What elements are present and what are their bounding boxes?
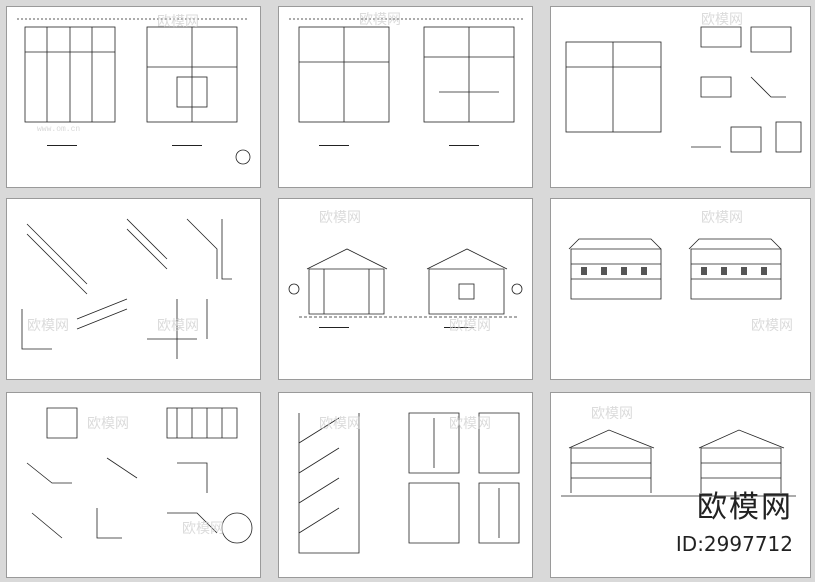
drawing-sheet-5: 欧模网 欧模网 bbox=[278, 198, 533, 380]
sections-drawing bbox=[561, 429, 796, 497]
watermark-text: 欧模网 bbox=[182, 521, 224, 537]
model-id: ID:2997712 bbox=[675, 532, 793, 556]
watermark-text: 欧模网 bbox=[157, 318, 199, 334]
drawing-sheet-3: 欧模网 bbox=[550, 6, 811, 188]
watermark-text: 欧模网 bbox=[87, 416, 129, 432]
watermark-text: 欧模网 bbox=[591, 406, 633, 422]
stair-section-drawing bbox=[298, 412, 520, 554]
watermark-text: 欧模网 bbox=[701, 12, 743, 28]
drawing-sheet-9: 欧模网 bbox=[550, 392, 811, 578]
watermark-text: 欧模网 bbox=[319, 416, 361, 432]
watermark-text: 欧模网 bbox=[359, 12, 401, 28]
drawing-sheet-7: 欧模网 欧模网 bbox=[6, 392, 261, 578]
floor-plans-drawing bbox=[17, 18, 251, 165]
drawing-sheet-2: 欧模网 bbox=[278, 6, 533, 188]
watermark-text: 欧模网 bbox=[751, 318, 793, 334]
watermark-text: 欧模网 bbox=[449, 318, 491, 334]
brand-logo-text: 欧模网 bbox=[697, 490, 793, 525]
front-elevations-drawing bbox=[568, 238, 782, 300]
drawing-sheet-8: 欧模网 欧模网 bbox=[278, 392, 533, 578]
watermark-text: 欧模网 bbox=[27, 318, 69, 334]
watermark-url: www.om.cn bbox=[37, 125, 81, 134]
elevations-drawing bbox=[288, 248, 523, 328]
drawing-sheet-1: 欧模网 www.om.cn bbox=[6, 6, 261, 188]
watermark-text: 欧模网 bbox=[449, 416, 491, 432]
watermark-text: 欧模网 bbox=[319, 210, 361, 226]
drawing-sheet-4: 欧模网 欧模网 bbox=[6, 198, 261, 380]
stair-details-drawing bbox=[21, 218, 232, 359]
watermark-text: 欧模网 bbox=[701, 210, 743, 226]
drawing-sheet-6: 欧模网 欧模网 bbox=[550, 198, 811, 380]
eave-details-drawing bbox=[26, 407, 253, 544]
watermark-text: 欧模网 bbox=[157, 14, 199, 30]
upper-floor-plans-drawing bbox=[289, 18, 524, 146]
roof-plan-details-drawing bbox=[565, 26, 802, 153]
